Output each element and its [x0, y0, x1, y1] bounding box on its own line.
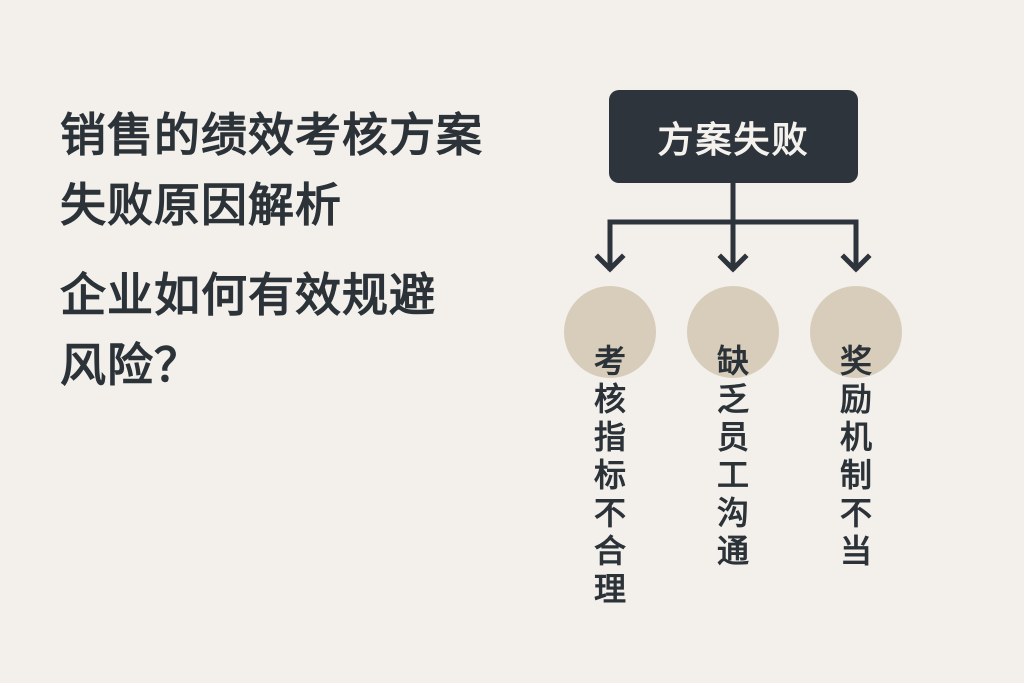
root-node: 方案失败 [609, 90, 858, 183]
branch-label-3: 奖 励 机 制 不 当 [839, 342, 872, 570]
branch-circle-1 [564, 286, 656, 378]
subtitle-line-1: 企业如何有效规避 [60, 268, 436, 322]
title-block: 销售的绩效考核方案 失败原因解析 企业如何有效规避 风险？ [60, 100, 483, 400]
arrowhead-2-icon [717, 253, 749, 273]
arrowhead-3-icon [840, 253, 872, 273]
title-line-2: 失败原因解析 [60, 178, 342, 232]
subtitle-line-2: 风险？ [60, 338, 201, 392]
branch-circle-2 [687, 286, 779, 378]
branch-label-2: 缺 乏 员 工 沟 通 [716, 342, 749, 570]
branch-label-1: 考 核 指 标 不 合 理 [593, 342, 626, 608]
title-line-1: 销售的绩效考核方案 [60, 108, 483, 162]
branch-circle-3 [810, 286, 902, 378]
root-node-label: 方案失败 [657, 119, 810, 161]
arrowhead-1-icon [594, 253, 626, 273]
